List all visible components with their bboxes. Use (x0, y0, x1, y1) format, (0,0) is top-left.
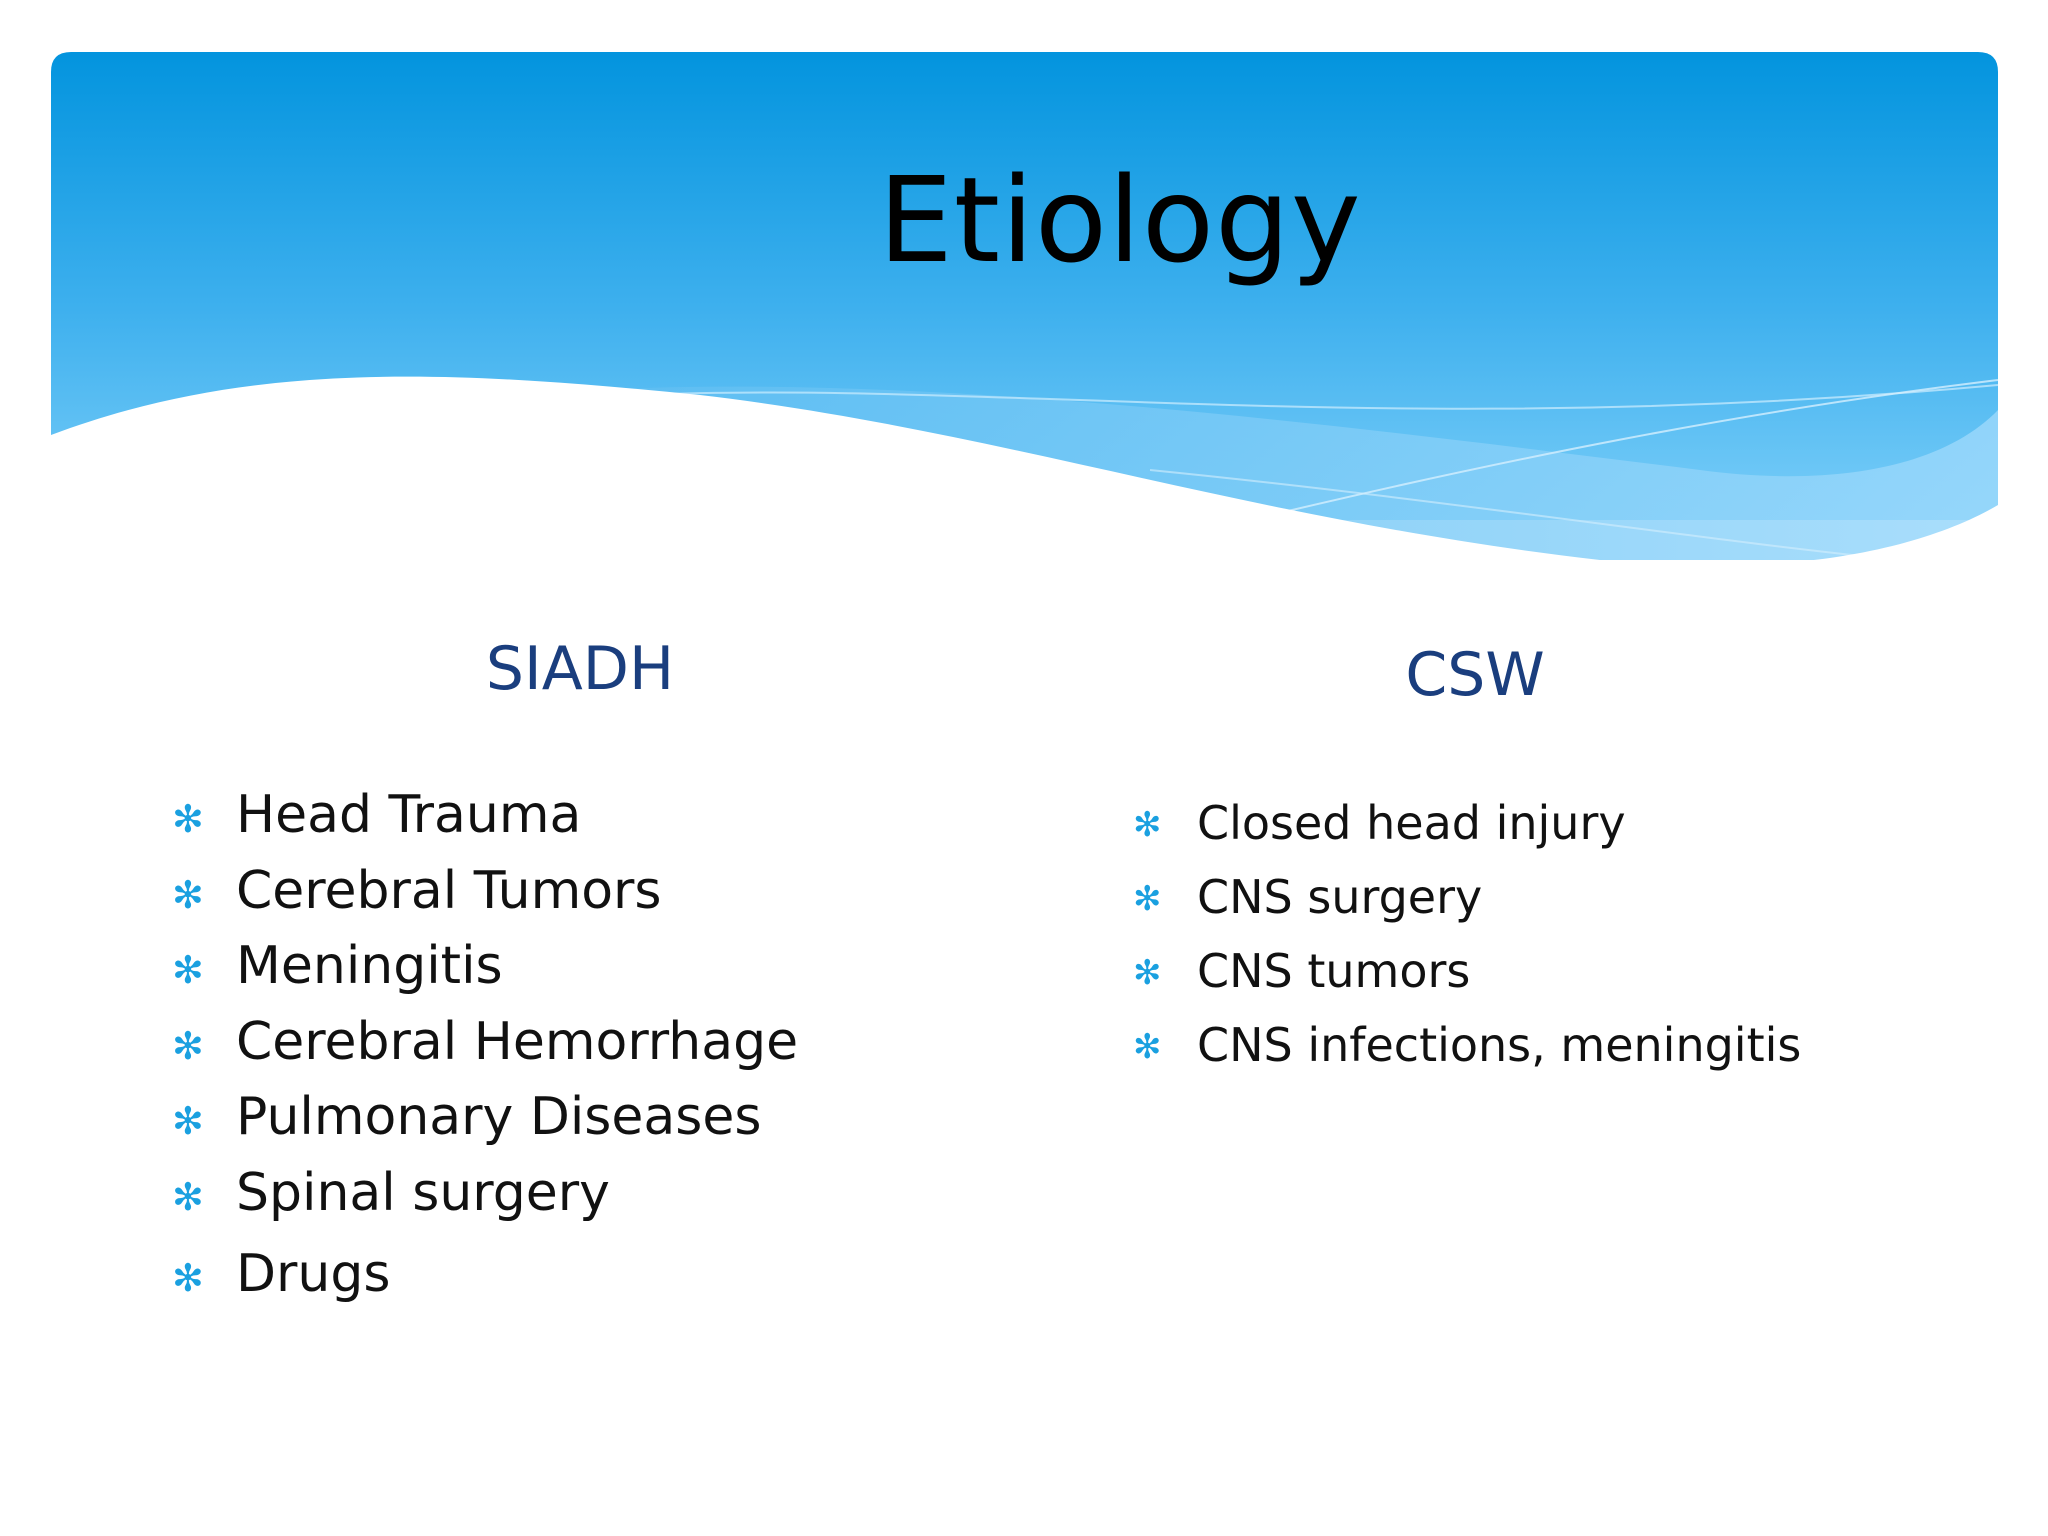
asterisk-bullet-icon: ✻ (1133, 805, 1162, 845)
list-item: ✻CNS infections, meningitis (1133, 1008, 1801, 1082)
list-item: ✻Cerebral Hemorrhage (172, 1005, 798, 1081)
asterisk-bullet-icon: ✻ (172, 797, 204, 841)
asterisk-bullet-icon: ✻ (172, 1099, 204, 1143)
list-item: ✻CNS surgery (1133, 860, 1801, 934)
csw-cause-list: ✻Closed head injury ✻CNS surgery ✻CNS tu… (1133, 786, 1801, 1082)
asterisk-bullet-icon: ✻ (172, 1174, 204, 1219)
csw-column-heading: CSW (1405, 640, 1545, 710)
asterisk-bullet-icon: ✻ (1133, 1027, 1162, 1067)
list-item: ✻Meningitis (172, 929, 798, 1005)
siadh-column-heading: SIADH (485, 634, 675, 704)
asterisk-bullet-icon: ✻ (172, 948, 204, 992)
asterisk-bullet-icon: ✻ (172, 1256, 204, 1300)
list-item: ✻Drugs (172, 1237, 798, 1313)
asterisk-bullet-icon: ✻ (1133, 879, 1162, 919)
list-item: ✻Head Trauma (172, 778, 798, 854)
asterisk-bullet-icon: ✻ (172, 1023, 204, 1068)
banner-wave-background (0, 52, 1999, 600)
asterisk-bullet-icon: ✻ (172, 872, 204, 917)
list-item: ✻Closed head injury (1133, 786, 1801, 860)
list-item: ✻Cerebral Tumors (172, 854, 798, 930)
list-item: ✻CNS tumors (1133, 934, 1801, 1008)
list-item: ✻Spinal surgery (172, 1156, 798, 1232)
asterisk-bullet-icon: ✻ (1133, 953, 1162, 993)
list-item: ✻Pulmonary Diseases (172, 1080, 798, 1156)
slide-title: Etiology (878, 151, 1362, 289)
siadh-cause-list: ✻Head Trauma ✻Cerebral Tumors ✻Meningiti… (172, 778, 798, 1313)
